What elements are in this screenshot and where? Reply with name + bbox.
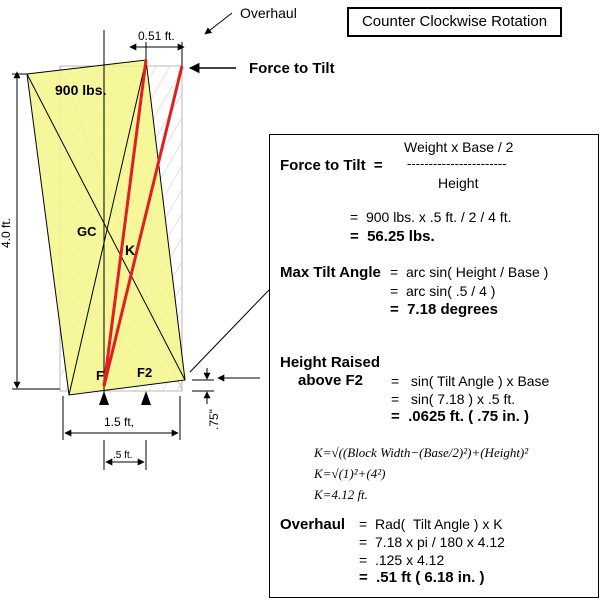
overhaul-line3: = .125 x 4.12 (359, 552, 445, 568)
rise-label: .75" (207, 409, 221, 430)
force-result: = 56.25 lbs. (350, 228, 435, 245)
force-heading: Force to Tilt = (280, 157, 383, 174)
height-label: 4.0 ft. (0, 218, 13, 248)
diagram-title: Counter Clockwise Rotation (361, 13, 548, 30)
tilted-diagonal-1 (26, 73, 186, 381)
height-raised-line1: = sin( Tilt Angle ) x Base (391, 373, 550, 389)
k-calc-line3: K=4.12 ft. (314, 487, 368, 502)
tilt-angle-result: = 7.18 degrees (390, 301, 498, 318)
title-box: Counter Clockwise Rotation (347, 7, 562, 37)
panel-pointer-line (189, 289, 270, 373)
radius-line-2 (102, 65, 184, 387)
force-step1: = 900 lbs. x .5 ft. / 2 / 4 ft. (350, 209, 512, 225)
overhaul-heading: Overhaul (280, 516, 346, 533)
k-calc-line2: K=√(1)²+(4²) (314, 466, 386, 481)
overhaul-line1: = Rad( Tilt Angle ) x K (359, 516, 503, 532)
base-label: 1.5 ft, (104, 415, 134, 429)
overhaul-label: Overhaul (240, 5, 297, 21)
overhaul-pointer (204, 12, 233, 35)
pivot-f2 (141, 391, 151, 405)
f-label: F (96, 368, 104, 383)
tilt-angle-line1: = arc sin( Height / Base ) (390, 264, 549, 280)
overhaul-line2: = 7.18 x pi / 180 x 4.12 (359, 534, 505, 550)
half-base-label: .5 ft. (113, 450, 132, 461)
radius-line-1 (102, 59, 148, 387)
calculation-panel: Weight x Base / 2 Force to Tilt = ------… (269, 134, 599, 598)
k-calc-line1: K=√((Block Width−(Base/2)²)+(Height)² (314, 445, 529, 460)
force-numerator: Weight x Base / 2 (404, 139, 514, 155)
force-divider: ----------------------- (407, 156, 507, 171)
tilt-angle-line2: = arc sin( .5 / 4 ) (390, 283, 496, 299)
overhaul-result: = .51 ft ( 6.18 in. ) (359, 569, 485, 586)
tilt-angle-heading: Max Tilt Angle (280, 264, 381, 281)
weight-label: 900 lbs. (55, 82, 106, 98)
height-raised-result: = .0625 ft. ( .75 in. ) (391, 408, 529, 425)
gc-label: GC (77, 224, 97, 239)
height-raised-heading-1: Height Raised (280, 354, 381, 371)
k-label: K (125, 242, 135, 258)
f2-label: F2 (137, 365, 152, 380)
top-offset-label: 0.51 ft. (138, 29, 175, 43)
height-raised-heading-2: above F2 (298, 372, 364, 389)
tilted-diagonal-2 (68, 59, 147, 396)
height-raised-line2: = sin( 7.18 ) x .5 ft. (391, 391, 516, 407)
pivot-f (99, 391, 109, 405)
force-to-tilt-label: Force to Tilt (249, 60, 335, 77)
force-denominator: Height (438, 175, 479, 191)
